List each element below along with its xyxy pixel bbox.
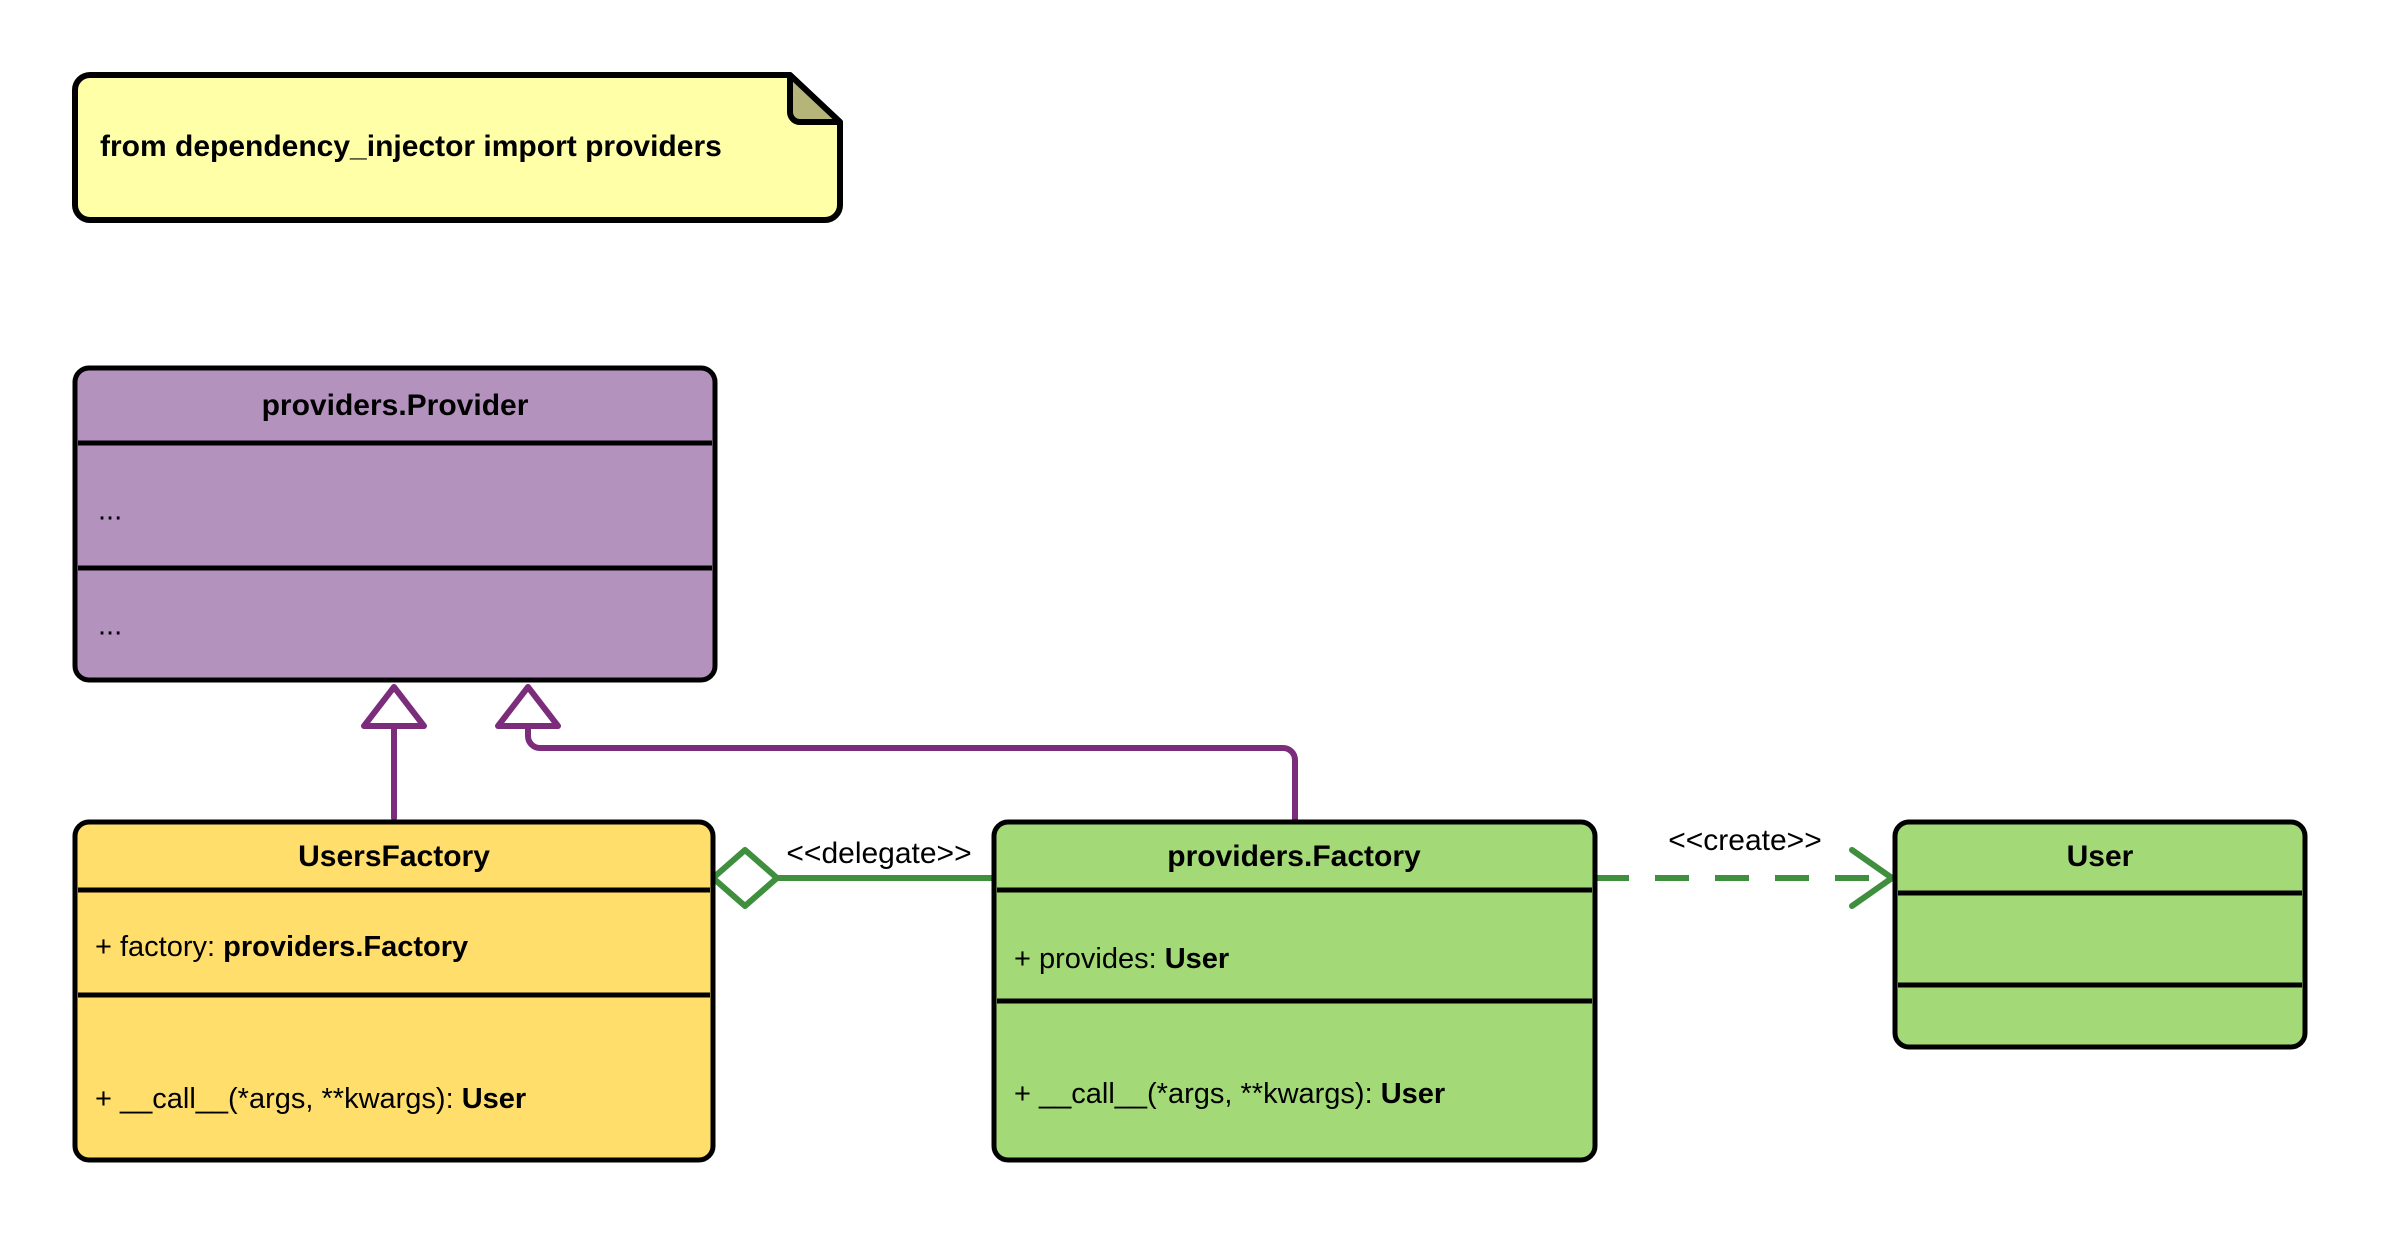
method-type: User bbox=[1381, 1078, 1446, 1110]
hollow-triangle-arrowhead-icon bbox=[361, 684, 427, 729]
note-shape[interactable]: from dependency_injector import provider… bbox=[72, 72, 843, 223]
class-name-user: User bbox=[2067, 840, 2134, 873]
class-box-body bbox=[72, 365, 718, 683]
generalization-line-providersfactory bbox=[525, 697, 1298, 825]
class-method-row: + __call__(*args, **kwargs): User bbox=[1014, 1078, 1445, 1110]
attribute-visibility: + bbox=[1014, 943, 1031, 975]
open-arrowhead-icon bbox=[1849, 847, 1895, 909]
note-text: from dependency_injector import provider… bbox=[100, 130, 722, 163]
class-box-body bbox=[1892, 819, 2308, 1050]
class-attribute-row: + provides: User bbox=[1014, 943, 1229, 975]
class-name-users-factory: UsersFactory bbox=[298, 840, 490, 873]
relationship-delegate[interactable]: <<delegate>> bbox=[710, 837, 994, 909]
method-visibility: + bbox=[95, 1083, 112, 1115]
method-label: __call__(*args, **kwargs): bbox=[119, 1083, 462, 1115]
class-method-row: + __call__(*args, **kwargs): User bbox=[95, 1083, 526, 1115]
class-box-users-factory[interactable]: UsersFactory + factory: providers.Factor… bbox=[72, 819, 716, 1163]
class-box-body bbox=[72, 819, 716, 1163]
note-body bbox=[72, 72, 843, 223]
note-fold-corner-icon bbox=[787, 72, 843, 125]
relationship-create[interactable]: <<create>> bbox=[1595, 824, 1895, 909]
class-box-user[interactable]: User bbox=[1892, 819, 2308, 1050]
attribute-type: User bbox=[1165, 943, 1230, 975]
class-name-providers-factory: providers.Factory bbox=[1167, 840, 1421, 873]
relationship-label-create: <<create>> bbox=[1668, 824, 1821, 857]
attribute-label: factory: bbox=[120, 931, 223, 963]
class-attribute-ellipsis: ... bbox=[98, 495, 122, 527]
attribute-visibility: + bbox=[95, 931, 112, 963]
method-visibility: + bbox=[1014, 1078, 1031, 1110]
relationship-providersfactory-inherits-provider[interactable] bbox=[495, 684, 1298, 825]
hollow-diamond-arrowhead-icon bbox=[710, 847, 780, 909]
hollow-triangle-arrowhead-icon bbox=[495, 684, 561, 729]
class-box-body bbox=[991, 819, 1598, 1163]
class-box-providers-factory[interactable]: providers.Factory + provides: User + __c… bbox=[991, 819, 1598, 1163]
method-label: __call__(*args, **kwargs): bbox=[1038, 1078, 1381, 1110]
class-method-ellipsis: ... bbox=[98, 610, 122, 642]
class-box-providers-provider[interactable]: providers.Provider ... ... bbox=[72, 365, 718, 683]
attribute-type: providers.Factory bbox=[223, 931, 468, 963]
attribute-label: provides: bbox=[1039, 943, 1165, 975]
relationship-usersfactory-inherits-provider[interactable] bbox=[361, 684, 427, 821]
relationship-label-delegate: <<delegate>> bbox=[786, 837, 971, 870]
class-name-providers-provider: providers.Provider bbox=[262, 389, 529, 422]
class-attribute-row: + factory: providers.Factory bbox=[95, 931, 468, 963]
method-type: User bbox=[462, 1083, 527, 1115]
